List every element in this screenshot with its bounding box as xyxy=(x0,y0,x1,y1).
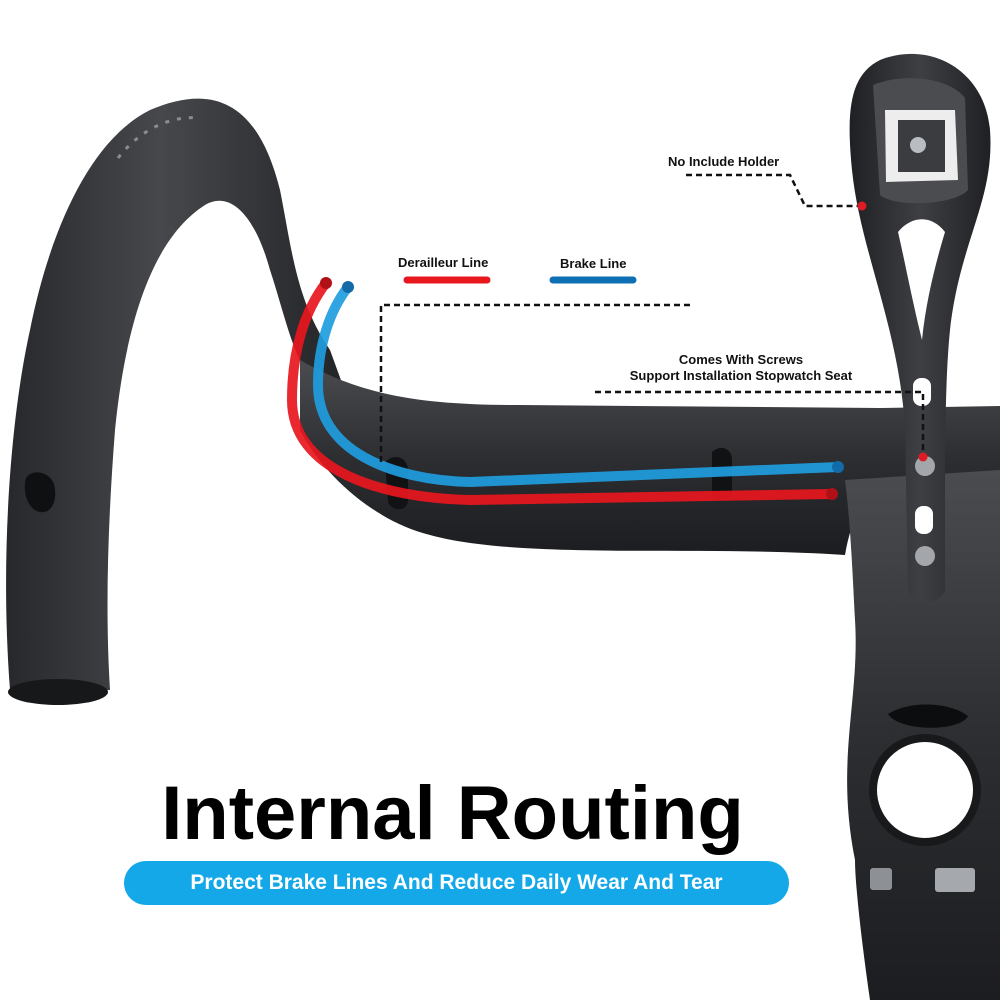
stem xyxy=(845,470,1000,1000)
tagline-text: Protect Brake Lines And Reduce Daily Wea… xyxy=(190,871,723,894)
holder-leader-line xyxy=(686,173,862,208)
callout-no-holder: No Include Holder xyxy=(668,154,780,169)
callout-screws-line2: Support Installation Stopwatch Seat xyxy=(629,368,853,383)
derailleur-cable xyxy=(286,278,837,506)
legend-derailleur-label: Derailleur Line xyxy=(398,255,489,270)
tagline-pill: Protect Brake Lines And Reduce Daily Wea… xyxy=(124,861,789,905)
computer-mount xyxy=(849,53,991,602)
callout-screws: Comes With Screws Support Installation S… xyxy=(612,352,870,384)
routing-leader-line xyxy=(379,303,693,462)
headline: Internal Routing xyxy=(161,771,744,856)
derailleur-cable-end xyxy=(320,277,332,289)
callout-screws-line1: Comes With Screws xyxy=(678,352,804,367)
derailleur-cable-tip xyxy=(826,488,838,500)
holder-marker-dot xyxy=(857,201,867,211)
brake-cable-tip xyxy=(832,461,844,473)
legend-brake-label: Brake Line xyxy=(560,256,627,271)
brake-cable-end xyxy=(342,281,354,293)
screws-marker-dot xyxy=(918,452,928,462)
screws-leader-line xyxy=(595,390,925,456)
handlebar-drop xyxy=(6,98,350,705)
brake-cable xyxy=(312,282,843,488)
